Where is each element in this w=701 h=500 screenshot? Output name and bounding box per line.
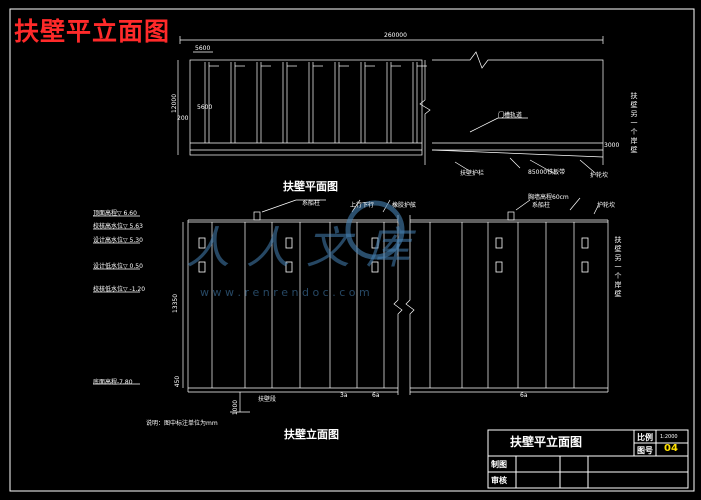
plan-dim-mid: 5600 bbox=[197, 104, 213, 111]
elev-label-beam: 胸墙高程60cm bbox=[528, 194, 569, 201]
elev-label-guard: 护轮坎 bbox=[597, 202, 616, 209]
title-block-name: 扶壁平立面图 bbox=[510, 435, 583, 449]
watermark-url: w w w . r e n r e n d o c . c o m bbox=[200, 286, 370, 299]
title-block-sheet-label: 图号 bbox=[637, 446, 653, 455]
elev-label-bollard: 系船柱 bbox=[302, 200, 321, 207]
plan-dim-right: 3000 bbox=[604, 142, 620, 149]
elev-label-fender: 橡胶护舷 bbox=[392, 202, 417, 209]
level-design-high: 设计高水位▽ 5.30 bbox=[93, 237, 143, 244]
level-bottom: 底面高程-7.80 bbox=[93, 379, 133, 386]
plan-side-note: 扶壁另一个岸壁 bbox=[630, 92, 638, 155]
elev-side-note: 扶壁另一个岸壁 bbox=[614, 236, 622, 299]
plan-label-gate-slot: 门槽轨道 bbox=[498, 112, 523, 119]
title-block-sheet-value: 04 bbox=[664, 443, 678, 454]
elev-dim-height: 13350 bbox=[172, 293, 180, 314]
title-block-drawn-label: 制图 bbox=[491, 460, 507, 469]
elev-dim-bottom-small: 450 bbox=[174, 375, 182, 388]
plan-label-strip: 85000铁板带 bbox=[528, 169, 566, 176]
watermark-logo bbox=[345, 200, 405, 260]
elev-label-ladder: 上行下行 bbox=[350, 202, 375, 209]
plan-total-dim: 260000 bbox=[384, 32, 407, 39]
plan-dim-top-left: 5600 bbox=[195, 45, 211, 52]
level-top: 顶面高程▽ 6.60 bbox=[93, 210, 137, 217]
plan-view bbox=[177, 36, 604, 175]
sheet-border bbox=[9, 8, 695, 492]
elev-piece-a: 6a bbox=[372, 392, 380, 399]
title-block-checked-label: 审核 bbox=[491, 476, 507, 485]
elevation-view-caption: 扶壁立面图 bbox=[284, 428, 339, 441]
plan-dim-small: 200 bbox=[177, 115, 189, 122]
elev-piece-c: 6a bbox=[520, 392, 528, 399]
elev-note: 说明：图中标注单位为mm bbox=[146, 420, 218, 427]
title-block-frame bbox=[487, 429, 689, 489]
elev-dim-bottom-left: 1000 bbox=[232, 399, 240, 416]
title-block-scale-value: 1:2000 bbox=[660, 434, 678, 440]
plan-view-caption: 扶壁平面图 bbox=[283, 180, 338, 193]
elev-piece-b: 3a bbox=[340, 392, 348, 399]
plan-dim-height: 12000 bbox=[171, 93, 179, 114]
watermark-text: 人人文库 bbox=[186, 223, 426, 274]
level-design-low: 设计低水位▽ 0.50 bbox=[93, 263, 143, 270]
elev-label-bollard2: 系船柱 bbox=[532, 202, 551, 209]
elev-label-section: 扶壁段 bbox=[258, 396, 277, 403]
elevation-fittings bbox=[198, 237, 589, 273]
title-block-scale-label: 比例 bbox=[637, 433, 653, 442]
level-check-low: 校核低水位▽ -1.20 bbox=[93, 286, 146, 293]
drawing-main-title: 扶壁平立面图 bbox=[14, 17, 171, 46]
plan-label-guard: 护轮坎 bbox=[590, 172, 609, 179]
plan-label-rail: 扶壁护栏 bbox=[460, 170, 485, 177]
elevation-view bbox=[93, 197, 609, 413]
level-check-high: 校核高水位▽ 5.63 bbox=[93, 223, 143, 230]
